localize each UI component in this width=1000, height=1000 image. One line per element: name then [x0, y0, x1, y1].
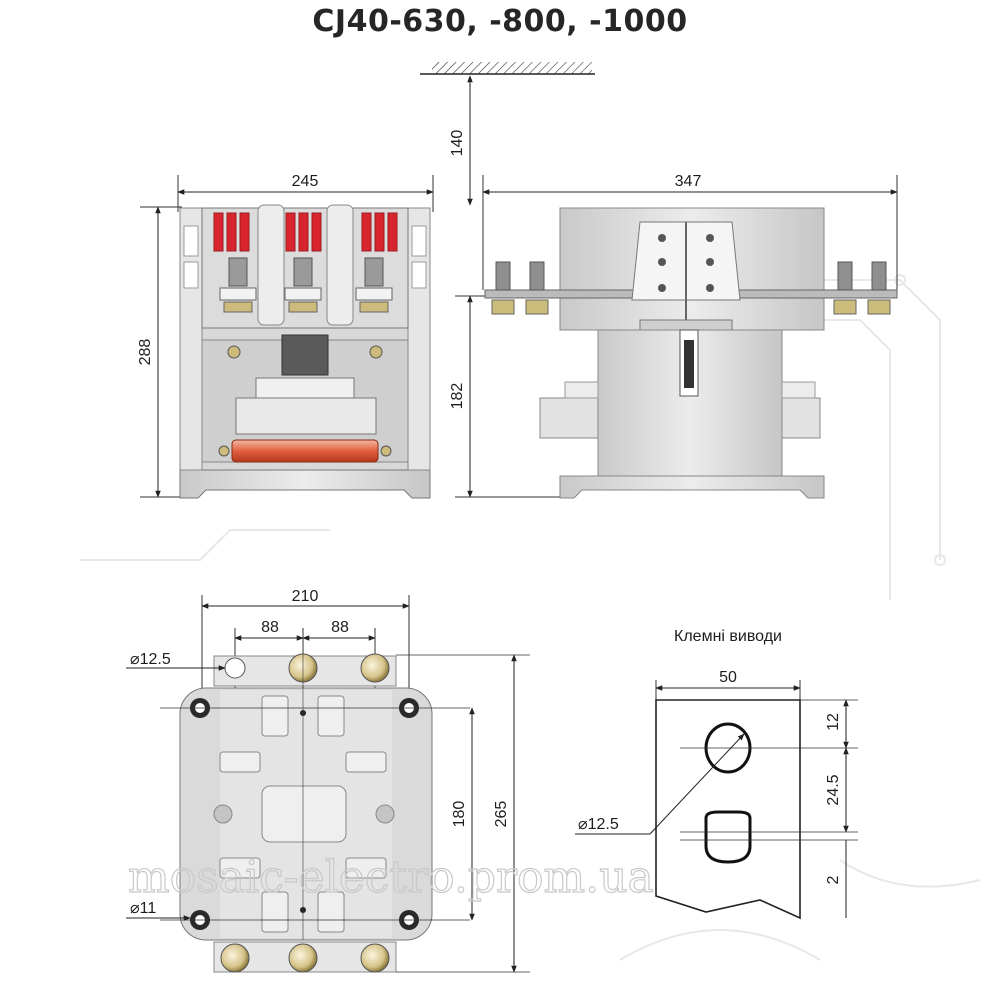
- front-view: 245 288: [137, 173, 434, 499]
- terminal-screw-top-right: [360, 653, 390, 683]
- side-terminals: [491, 261, 891, 315]
- mount-width-label: 210: [292, 588, 319, 605]
- terminal-screw-bottom-right: [360, 943, 390, 973]
- side-view: 140 347 182: [420, 62, 898, 499]
- terminal-detail-label: Клемні виводи: [674, 628, 782, 645]
- terminal-bottom-offset-label: 2: [825, 875, 842, 884]
- mounting-view: 210 88 88 ⌀12.5: [126, 588, 530, 973]
- clearance-label: 140: [449, 130, 466, 157]
- side-base: [559, 475, 825, 499]
- magnet-core: [281, 334, 329, 376]
- side-width-label: 347: [675, 173, 702, 190]
- side-height-label: 182: [449, 383, 466, 410]
- overall-height-label: 265: [493, 801, 510, 828]
- mount-hole-label: ⌀11: [130, 900, 156, 917]
- terminal-hole-pitch-label: 24.5: [825, 774, 842, 805]
- terminal-screw-bottom-left: [220, 943, 250, 973]
- terminal-width-label: 50: [719, 669, 737, 686]
- terminal-detail: Клемні виводи 50 12 24.5 2 ⌀12: [575, 628, 858, 920]
- watermark: mosaic-electro.prom.ua: [128, 852, 654, 903]
- mounting-surface-hatch: [432, 62, 592, 74]
- pitch-left-label: 88: [261, 619, 279, 636]
- terminal-top-offset-label: 12: [825, 713, 842, 731]
- front-terminals: [219, 257, 393, 313]
- base-plate: [179, 469, 431, 499]
- pitch-right-label: 88: [331, 619, 349, 636]
- small-hole-label: ⌀12.5: [130, 651, 171, 668]
- front-width-label: 245: [292, 173, 319, 190]
- terminal-hole-diameter-label: ⌀12.5: [578, 816, 619, 833]
- arc-plates-red: [213, 212, 398, 252]
- front-height-label: 288: [137, 339, 154, 366]
- coil: [231, 439, 379, 463]
- diagram-title: CJ40-630, -800, -1000: [312, 4, 688, 39]
- terminal-screw-bottom-center: [288, 943, 318, 973]
- mount-spacing-label: 180: [451, 801, 468, 828]
- small-hole: [224, 657, 246, 679]
